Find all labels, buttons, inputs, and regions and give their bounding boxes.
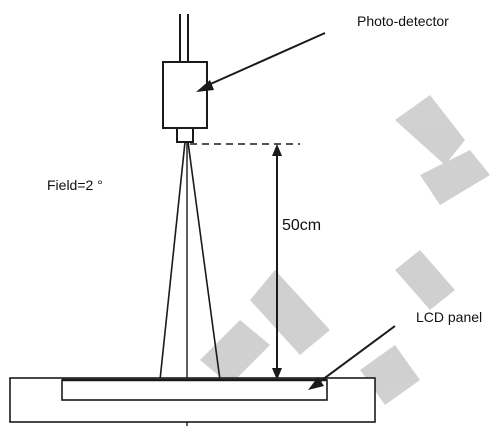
lcd-panel [61, 379, 328, 401]
watermark [200, 95, 490, 405]
lcd-panel-label: LCD panel [416, 309, 482, 325]
photo-detector-body [162, 61, 208, 129]
photo-detector-label: Photo-detector [357, 13, 449, 29]
field-of-view-cone [159, 141, 221, 381]
distance-dimension [272, 144, 282, 380]
lcd-panel-arrow [308, 325, 396, 390]
detector-lens [176, 127, 194, 143]
field-angle-label: Field=2 ° [47, 177, 103, 193]
photo-detector-arrow [196, 32, 326, 92]
distance-label: 50cm [282, 217, 321, 234]
mount-rods [179, 14, 189, 62]
